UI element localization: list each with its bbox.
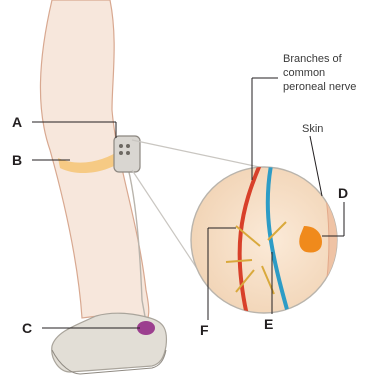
label-e: E xyxy=(264,316,273,332)
branches-line-1: Branches of xyxy=(283,53,343,65)
label-f: F xyxy=(200,322,209,338)
label-d: D xyxy=(338,185,348,201)
label-a: A xyxy=(12,114,22,130)
branches-line-2: common xyxy=(283,67,325,79)
skin-label: Skin xyxy=(302,123,323,135)
label-b: B xyxy=(12,152,22,168)
label-c: C xyxy=(22,320,32,336)
projection-line-top xyxy=(132,140,264,168)
projection-line-bottom xyxy=(132,170,198,270)
branches-line-3: peroneal nerve xyxy=(283,81,356,93)
